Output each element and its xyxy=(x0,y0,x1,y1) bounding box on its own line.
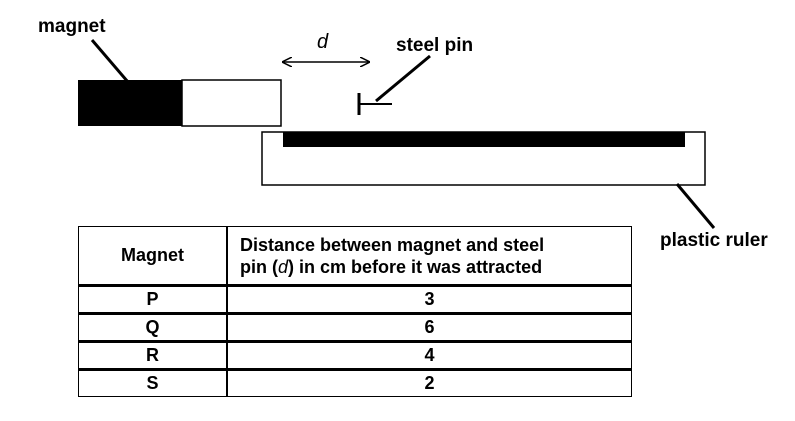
plastic-ruler xyxy=(261,131,706,186)
steel-pin-label: steel pin xyxy=(396,35,473,56)
table-row: S 2 xyxy=(78,369,632,397)
header-distance-line1: Distance between magnet and steel xyxy=(240,234,545,255)
table-row: Q 6 xyxy=(78,313,632,342)
cell-magnet: P xyxy=(78,285,228,314)
header-distance-line2-pre: pin ( xyxy=(240,256,278,277)
bar-magnet xyxy=(78,79,282,127)
table-header-row: Magnet Distance between magnet and steel… xyxy=(78,226,632,286)
magnet-distance-table: Magnet Distance between magnet and steel… xyxy=(78,226,632,397)
cell-distance: 3 xyxy=(226,285,632,314)
distance-d-label: d xyxy=(317,31,329,53)
magnet-leader-line xyxy=(90,39,130,83)
plastic-ruler-label: plastic ruler xyxy=(660,230,768,251)
header-distance-variable: d xyxy=(278,256,289,277)
cell-magnet: S xyxy=(78,369,228,397)
magnet-label: magnet xyxy=(38,16,106,37)
cell-distance: 4 xyxy=(226,341,632,370)
magnet-black-pole xyxy=(78,80,182,126)
table-row: P 3 xyxy=(78,285,632,314)
cell-distance: 2 xyxy=(226,369,632,397)
plastic-ruler-leader-line xyxy=(675,183,716,229)
steel-pin xyxy=(357,93,392,115)
cell-magnet: Q xyxy=(78,313,228,342)
cell-distance: 6 xyxy=(226,313,632,342)
ruler-black-strip xyxy=(283,132,685,147)
header-magnet: Magnet xyxy=(78,226,228,286)
table-row: R 4 xyxy=(78,341,632,370)
magnet-white-pole xyxy=(181,79,282,127)
header-distance-line2-post: ) in cm before it was attracted xyxy=(288,256,543,277)
cell-magnet: R xyxy=(78,341,228,370)
header-distance: Distance between magnet and steel pin (d… xyxy=(226,226,632,286)
steel-pin-leader-line xyxy=(375,54,431,103)
